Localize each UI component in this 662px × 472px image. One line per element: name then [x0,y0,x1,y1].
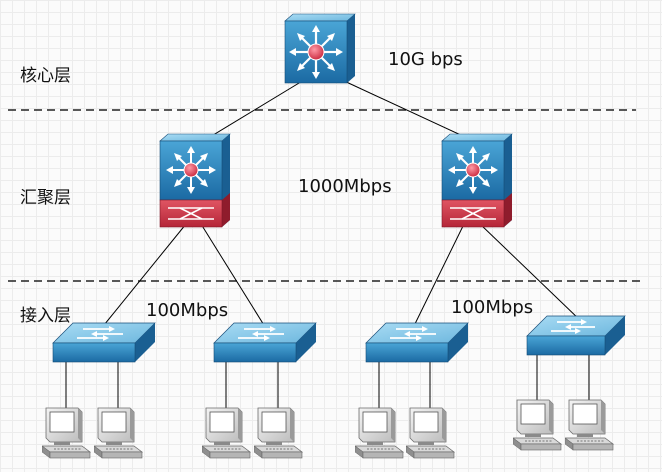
pc-workstation-icon[interactable] [355,407,404,459]
pc-workstation-icon[interactable] [202,407,251,459]
link-dist-left-access-2 [200,223,268,331]
workgroup-switch-icon [526,315,626,356]
bandwidth-access-right: 100Mbps [451,297,534,318]
link-core-dist-right [341,79,479,144]
multilayer-switch-icon [441,133,513,228]
link-core-dist-left [199,79,305,144]
pc-workstation-icon[interactable] [42,407,91,459]
link-dist-left-access-1 [99,223,187,331]
distribution-links [99,223,583,331]
pc-workstation-icon[interactable] [513,399,562,451]
link-dist-right-access-3 [411,223,465,331]
access-pc-links [65,352,590,410]
pc-workstation-icon[interactable] [254,407,303,459]
pc-workstation-icon[interactable] [94,407,143,459]
multilayer-switch-icon [159,133,231,228]
workgroup-switch-icon [365,322,469,363]
access-switch-4[interactable] [526,315,626,356]
layer-label-access: 接入层 [20,306,71,326]
distribution-switch-right[interactable] [441,133,513,228]
link-dist-right-access-4 [479,223,583,323]
access-switch-1[interactable] [52,322,156,363]
core-switch[interactable] [284,13,356,84]
access-switch-2[interactable] [213,322,317,363]
layer-label-core: 核心层 [20,66,71,86]
access-switch-3[interactable] [365,322,469,363]
pc-group [42,399,614,459]
pc-workstation-icon[interactable] [406,407,455,459]
distribution-switch-left[interactable] [159,133,231,228]
layer-label-distribution: 汇聚层 [20,188,71,208]
bandwidth-core: 10G bps [388,49,463,70]
workgroup-switch-icon [213,322,317,363]
bandwidth-access-left: 100Mbps [146,300,229,321]
core-links [199,79,479,144]
bandwidth-distribution: 1000Mbps [298,176,392,197]
workgroup-switch-icon [52,322,156,363]
layer3-switch-icon [284,13,356,84]
pc-workstation-icon[interactable] [565,399,614,451]
